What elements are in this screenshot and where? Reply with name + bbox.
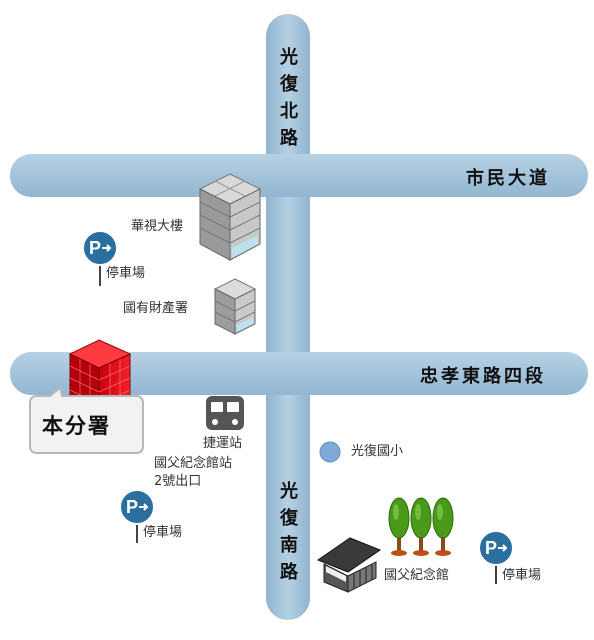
label-mrt-exit: 2號出口: [154, 474, 202, 489]
svg-text:P: P: [485, 538, 497, 558]
road-label-guangfu-south: 光復南路: [280, 481, 298, 583]
parking-icon: P: [478, 530, 514, 584]
tree-icon: [432, 497, 454, 556]
label-parking: 停車場: [143, 525, 183, 540]
road-zhongxiao-east: [10, 352, 588, 395]
tree-icon: [410, 497, 432, 556]
road-shimin-blvd: [10, 154, 588, 197]
parking-icon: P: [119, 489, 155, 543]
svg-text:P: P: [89, 238, 101, 258]
label-memorial-hall: 國父紀念館: [384, 568, 450, 583]
building-icon: [213, 278, 257, 335]
svg-text:P: P: [126, 497, 138, 517]
parking-icon: P: [82, 230, 118, 286]
tree-icon: [388, 497, 410, 556]
school-dot-icon: [319, 441, 341, 463]
road-label-shimin-blvd: 市民大道: [466, 168, 550, 189]
label-guangfu-elementary: 光復國小: [351, 444, 404, 459]
label-parking: 停車場: [502, 568, 542, 583]
label-parking: 停車場: [106, 266, 146, 281]
label-ctv-building: 華視大樓: [131, 219, 184, 234]
road-network: [10, 14, 588, 620]
main-office-callout: [29, 386, 144, 454]
temple-icon: [316, 537, 382, 593]
building-icon: [198, 173, 262, 261]
road-label-guangfu-north: 光復北路: [280, 47, 298, 149]
label-main-office: 本分署: [42, 414, 111, 438]
bus-icon: [206, 396, 244, 430]
road-label-zhongxiao-east: 忠孝東路四段: [420, 366, 546, 387]
label-mrt-station: 捷運站: [203, 436, 243, 451]
label-mrt-station-name: 國父紀念館站: [154, 456, 233, 471]
label-state-property: 國有財產署: [123, 301, 189, 316]
